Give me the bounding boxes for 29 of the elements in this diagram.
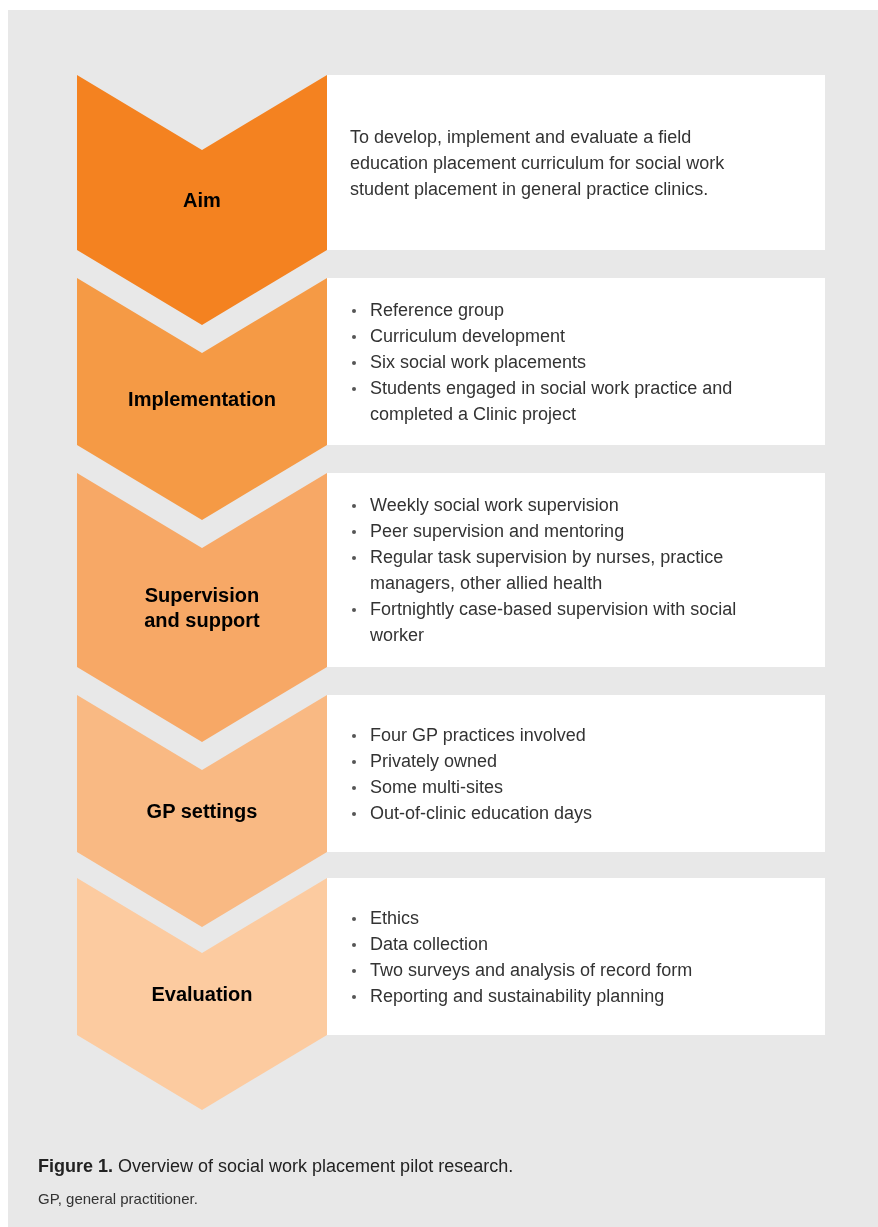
bullet-item: Four GP practices involved <box>370 723 586 747</box>
bullet-item: Out-of-clinic education days <box>370 801 593 825</box>
bullet-item: Some multi-sites <box>370 775 504 799</box>
content-box <box>327 695 825 852</box>
bullet-item: Reference group <box>370 298 505 322</box>
aim-text: To develop, implement and evaluate a field education placement curriculum for social work student placement in general practice clinics. <box>350 125 726 201</box>
bullet-item: Two surveys and analysis of record form <box>370 958 693 982</box>
bullet-item: Weekly social work supervision <box>370 494 619 517</box>
bullet-item: Privately owned <box>370 749 498 773</box>
figure-caption: Figure 1. Overview of social work placement pilot research. <box>38 1155 514 1178</box>
content-box <box>327 75 825 250</box>
content-box <box>327 278 825 445</box>
stage-heading: Supervision and support <box>143 582 261 633</box>
content-box <box>327 473 825 667</box>
stage-heading: Aim <box>182 187 222 213</box>
bullet-item: Fortnightly case-based supervision with social worker <box>370 598 738 647</box>
bullet-item: Reporting and sustainability planning <box>370 984 665 1008</box>
stage-heading: Implementation <box>127 386 277 412</box>
stage-heading: GP settings <box>145 798 259 824</box>
bullet-item: Data collection <box>370 932 489 956</box>
footnote: GP, general practitioner. <box>38 1189 198 1209</box>
bullet-item: Curriculum development <box>370 324 566 348</box>
bullet-item: Ethics <box>370 906 420 930</box>
stage-heading: Evaluation <box>150 981 254 1007</box>
bullet-item: Students engaged in social work practice and completed a Clinic project <box>370 376 734 426</box>
bullet-item: Regular task supervision by nurses, practice managers, other allied health <box>370 546 725 595</box>
bullet-item: Six social work placements <box>370 350 587 374</box>
content-box <box>327 878 825 1035</box>
bullet-item: Peer supervision and mentoring <box>370 520 625 543</box>
